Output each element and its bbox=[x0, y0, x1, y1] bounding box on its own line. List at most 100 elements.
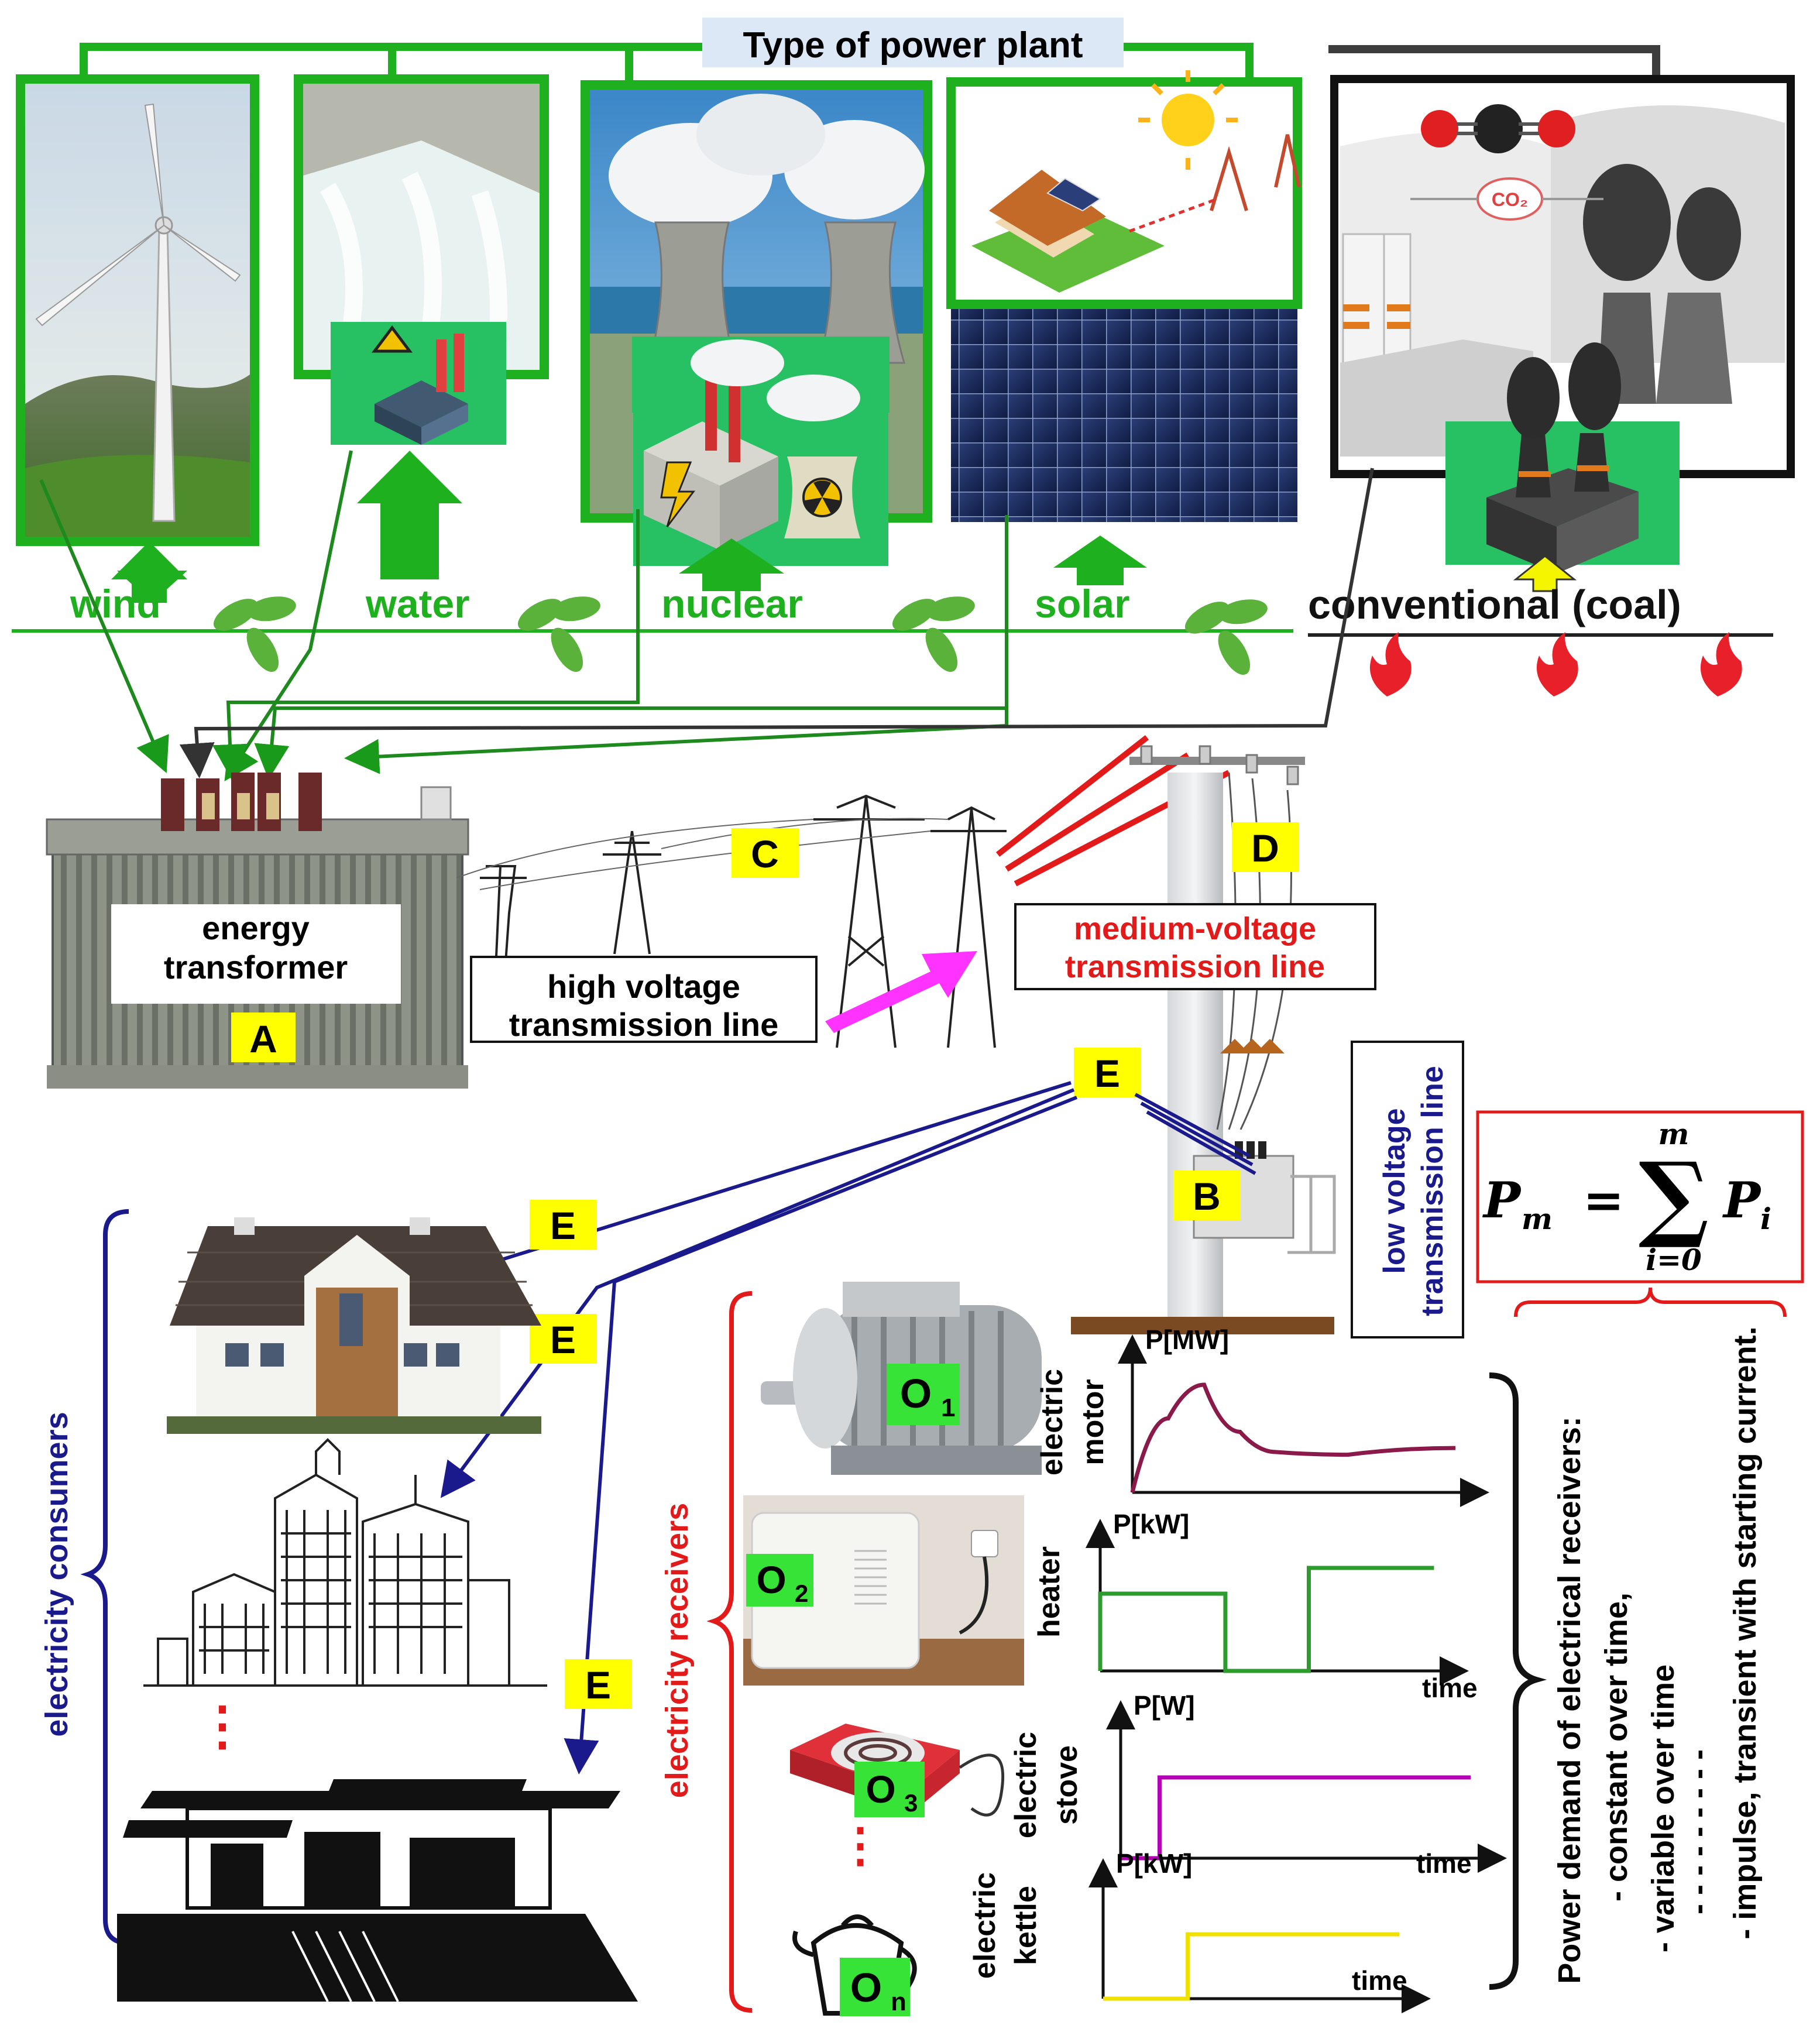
wind-up-arrow bbox=[111, 541, 187, 603]
hv-to-mv-arrow bbox=[825, 951, 977, 1033]
chart-2-name-1: heater bbox=[1032, 1546, 1066, 1638]
label-E-box bbox=[530, 1314, 597, 1364]
water-up-arrow bbox=[357, 451, 462, 579]
conventional-label: conventional (coal) bbox=[1308, 582, 1681, 627]
title-box bbox=[702, 18, 1124, 67]
chart-3-name-1: electric bbox=[1009, 1732, 1043, 1838]
power-sum-formula: P m = ∑ m i=0 P i bbox=[1482, 1117, 1771, 1277]
power-demand: Power demand of electrical receivers: - … bbox=[1552, 1326, 1763, 1983]
nuclear-label: nuclear bbox=[661, 582, 803, 626]
power-demand-title: Power demand of electrical receivers: bbox=[1552, 1416, 1587, 1983]
flame-icon bbox=[1700, 632, 1742, 696]
mv-line-label-2: transmission line bbox=[1065, 949, 1325, 984]
chart-2-series-line bbox=[1098, 1566, 1434, 1673]
label-C-box bbox=[732, 828, 799, 878]
chart-3-series-line bbox=[1121, 1775, 1471, 1861]
recycle-icon bbox=[1184, 599, 1268, 675]
chart-3-ylabel: P[W] bbox=[1134, 1690, 1195, 1721]
chart-4-name-2: kettle bbox=[1009, 1886, 1043, 1965]
label-E-4: E bbox=[585, 1663, 611, 1707]
transformer-label-2: transformer bbox=[164, 949, 348, 986]
flame-icon bbox=[1369, 632, 1412, 696]
solar-plant bbox=[946, 70, 1302, 585]
formula-rhs: P bbox=[1722, 1171, 1762, 1229]
transformer-label-1: energy bbox=[202, 909, 310, 946]
receiver-3-id: O bbox=[866, 1767, 895, 1811]
solar-label: solar bbox=[1035, 582, 1130, 626]
chart-1-series-line bbox=[1130, 1382, 1456, 1493]
formula-brace bbox=[1514, 1287, 1787, 1317]
label-B-box bbox=[1173, 1171, 1241, 1220]
utility-pole bbox=[1071, 745, 1336, 1334]
lv-line-label-1: low voltage bbox=[1378, 1108, 1412, 1274]
receiver-n-id: O bbox=[850, 1965, 882, 2010]
formula-lower: i=0 bbox=[1646, 1243, 1702, 1277]
title: Type of power plant bbox=[743, 25, 1083, 66]
label-D: D bbox=[1251, 826, 1279, 870]
label-C: C bbox=[751, 832, 779, 876]
chart-1-ylabel: P[MW] bbox=[1145, 1324, 1229, 1355]
nuclear-up-arrow bbox=[679, 538, 784, 591]
co2-label: CO₂ bbox=[1492, 189, 1528, 210]
consumers-brace bbox=[80, 1209, 129, 1945]
lv-line-box bbox=[1351, 1041, 1464, 1338]
nuclear-plant bbox=[581, 80, 932, 566]
wind-plant bbox=[16, 74, 259, 546]
chart-3-name-2: stove bbox=[1050, 1745, 1084, 1825]
flame-icon bbox=[1536, 632, 1578, 696]
coal-plant: CO₂ bbox=[1330, 75, 1795, 592]
solar-up-arrow bbox=[1053, 536, 1147, 585]
label-E-box bbox=[565, 1659, 632, 1709]
flame-icons bbox=[1369, 632, 1742, 696]
hv-line-label-2: transmission line bbox=[509, 1006, 779, 1043]
chart-1-name-2: motor bbox=[1076, 1379, 1110, 1465]
receiver-2-id: O bbox=[756, 1558, 786, 1601]
water-plant bbox=[294, 74, 549, 445]
receiver-badges: O 1 O 2 O 3 O n bbox=[746, 1364, 960, 2016]
formula-sum: ∑ bbox=[1639, 1141, 1709, 1251]
electric-motor bbox=[761, 1282, 1042, 1475]
formula-rhs-sub: i bbox=[1760, 1202, 1771, 1236]
power-demand-item-3: - - - - - - - - - bbox=[1681, 1749, 1716, 1914]
chart-1-name-1: electric bbox=[1035, 1369, 1069, 1475]
mv-line-box bbox=[1014, 903, 1376, 990]
chart-4-xlabel: time bbox=[1352, 1965, 1407, 1996]
hv-line-box bbox=[470, 956, 818, 1043]
transformer: energy transformer A bbox=[46, 773, 469, 1089]
formula-box bbox=[1476, 1110, 1804, 1283]
consumers-dots: ⋮ bbox=[196, 1697, 249, 1756]
chart-names: electric motor heater electric stove ele… bbox=[968, 1369, 1110, 1979]
label-D-box bbox=[1232, 822, 1299, 872]
label-E-3: E bbox=[550, 1318, 576, 1361]
label-E-box bbox=[530, 1200, 597, 1250]
consumers-label: electricity consumers bbox=[39, 1412, 74, 1736]
receiver-1-id: O bbox=[900, 1371, 932, 1416]
receiver-3-sub: 3 bbox=[904, 1789, 918, 1817]
formula-lhs: P bbox=[1482, 1171, 1522, 1229]
formula-equals: = bbox=[1583, 1171, 1624, 1229]
recycle-icons bbox=[213, 596, 1268, 675]
receivers-label: electricity receivers bbox=[660, 1503, 695, 1798]
chart-2-xlabel: time bbox=[1422, 1673, 1478, 1703]
power-demand-item-4: - impulse, transient with starting curre… bbox=[1728, 1326, 1763, 1939]
receiver-n-sub: n bbox=[891, 1988, 906, 2016]
mv-line-label-1: medium-voltage bbox=[1074, 911, 1316, 946]
wind-label: wind bbox=[70, 582, 161, 626]
formula-upper: m bbox=[1658, 1117, 1689, 1151]
chart-4-ylabel: P[kW] bbox=[1116, 1848, 1192, 1879]
chart-3-xlabel: time bbox=[1416, 1848, 1472, 1879]
formula-lhs-sub: m bbox=[1522, 1202, 1553, 1236]
label-A: A bbox=[249, 1017, 277, 1060]
water-label: water bbox=[365, 582, 470, 626]
coal-feed-line bbox=[179, 468, 1374, 778]
hv-towers bbox=[456, 794, 1007, 1048]
label-E-box bbox=[1074, 1048, 1141, 1097]
recycle-icon bbox=[892, 596, 975, 672]
power-demand-item-1: - constant over time, bbox=[1599, 1592, 1634, 1902]
receivers-brace bbox=[706, 1291, 753, 2013]
label-E-2: E bbox=[550, 1204, 576, 1247]
recycle-icon bbox=[213, 596, 296, 672]
receiver-2-sub: 2 bbox=[795, 1580, 808, 1607]
hv-line-label-1: high voltage bbox=[547, 968, 740, 1005]
